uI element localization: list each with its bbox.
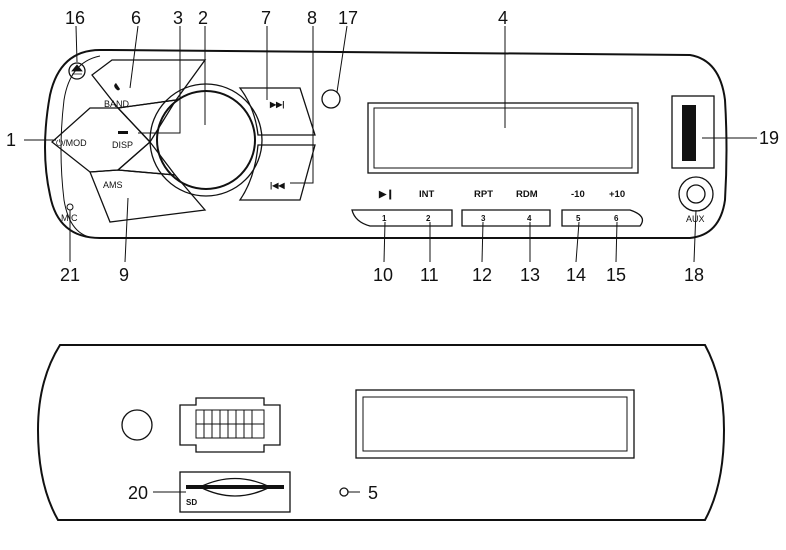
leader-lines bbox=[24, 25, 757, 263]
reset-pinhole[interactable] bbox=[339, 487, 349, 497]
callout-number: 4 bbox=[498, 8, 508, 28]
callout-number: 19 bbox=[759, 128, 779, 148]
ams-label: AMS bbox=[103, 180, 123, 190]
ams-button[interactable] bbox=[89, 169, 207, 223]
volume-knob[interactable] bbox=[156, 90, 256, 190]
callout-number: 3 bbox=[173, 8, 183, 28]
preset-function-label: RPT bbox=[474, 189, 493, 200]
eject-button[interactable] bbox=[68, 62, 86, 80]
callout-number: 21 bbox=[60, 265, 80, 285]
callout-number: 7 bbox=[261, 8, 271, 28]
callout-number: 17 bbox=[338, 8, 358, 28]
back-panel-outline bbox=[36, 344, 726, 521]
rear-connector bbox=[179, 397, 281, 453]
front-panel: BAND DISP ⏻/MOD AMS ▶▶| |◀◀ AUX MIC 1 2 bbox=[6, 8, 779, 285]
callout-number: 20 bbox=[128, 483, 148, 503]
aux-jack[interactable] bbox=[678, 176, 714, 212]
callout-number: 9 bbox=[119, 265, 129, 285]
next-track-button[interactable] bbox=[238, 87, 316, 136]
callout-number: 14 bbox=[566, 265, 586, 285]
preset-number: 2 bbox=[426, 214, 431, 223]
callout-number: 12 bbox=[472, 265, 492, 285]
mic-label: MIC bbox=[61, 213, 78, 223]
prev-track-button[interactable] bbox=[238, 144, 316, 201]
power-mod-label: ⏻/MOD bbox=[56, 138, 87, 148]
callout-number: 15 bbox=[606, 265, 626, 285]
front-panel-outline bbox=[44, 49, 728, 239]
phone-answer-icon bbox=[114, 83, 120, 91]
next-track-icon: ▶▶| bbox=[269, 100, 285, 109]
preset-strip-1-2[interactable] bbox=[351, 209, 453, 227]
preset-strip-5-6[interactable] bbox=[561, 209, 644, 227]
callout-number: 1 bbox=[6, 130, 16, 150]
phone-hangup-icon bbox=[118, 131, 128, 134]
callout-number: 8 bbox=[307, 8, 317, 28]
usb-slot bbox=[682, 105, 696, 161]
preset-number: 5 bbox=[576, 214, 581, 223]
preset-function-label: RDM bbox=[516, 189, 538, 200]
callout-number: 11 bbox=[420, 265, 439, 285]
callout-number: 2 bbox=[198, 8, 208, 28]
usb-port[interactable] bbox=[671, 95, 715, 169]
volume-knob-ring bbox=[149, 83, 263, 197]
eject-icon bbox=[71, 64, 83, 75]
preset-function-label: INT bbox=[419, 189, 435, 200]
preset-function-label: ▶❙ bbox=[378, 189, 394, 200]
back-panel: SD 20 5 bbox=[36, 344, 726, 521]
preset-function-label: +10 bbox=[609, 189, 625, 200]
mic-hole bbox=[66, 203, 74, 211]
callout-number: 18 bbox=[684, 265, 704, 285]
callout-number: 16 bbox=[65, 8, 85, 28]
band-label: BAND bbox=[104, 99, 130, 109]
preset-strip-3-4[interactable] bbox=[461, 209, 551, 227]
preset-number: 1 bbox=[382, 214, 387, 223]
rear-window bbox=[355, 389, 635, 459]
callout-number: 5 bbox=[368, 483, 378, 503]
callout-number: 10 bbox=[373, 265, 393, 285]
sd-label: SD bbox=[186, 498, 197, 507]
round-cutout bbox=[121, 409, 153, 441]
ir-sensor bbox=[321, 89, 341, 109]
lcd-display bbox=[367, 102, 639, 174]
callout-number: 13 bbox=[520, 265, 540, 285]
preset-number: 3 bbox=[481, 214, 486, 223]
preset-number: 4 bbox=[527, 214, 532, 223]
preset-number: 6 bbox=[614, 214, 619, 223]
band-button[interactable] bbox=[91, 59, 207, 109]
prev-track-icon: |◀◀ bbox=[270, 181, 285, 190]
preset-function-label: -10 bbox=[571, 189, 585, 200]
disp-label: DISP bbox=[112, 140, 133, 150]
callout-number: 6 bbox=[131, 8, 141, 28]
